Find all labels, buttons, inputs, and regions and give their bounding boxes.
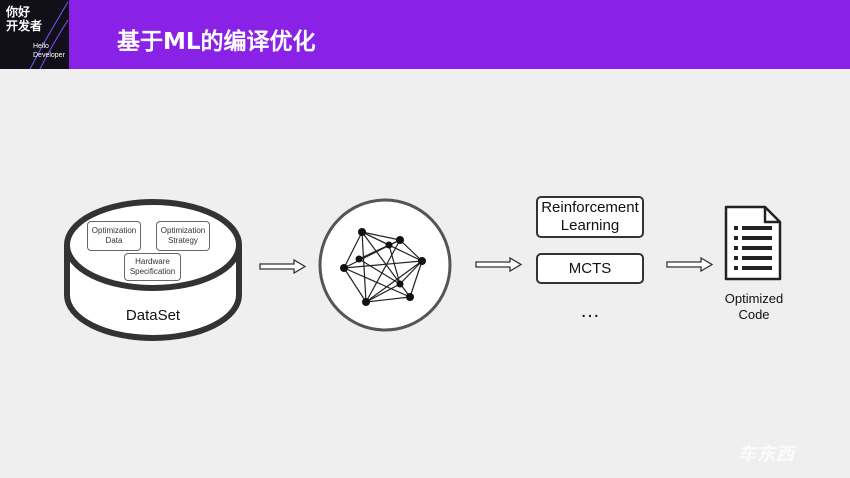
logo-cn-line1: 你好 <box>6 5 31 19</box>
header-bar: 你好 开发者 Hello Developer 基于ML的编译优化 <box>0 0 850 69</box>
logo-en-line1: Hello <box>33 43 49 50</box>
logo-decoration <box>29 1 69 69</box>
page-title: 基于ML的编译优化 <box>117 29 316 55</box>
dataset-item-optimization-data: Optimization Data <box>87 221 141 251</box>
arrow-3 <box>666 256 714 273</box>
output-label: Optimized Code <box>724 291 784 322</box>
ml-model-icon <box>318 198 452 332</box>
arrow-2 <box>475 256 523 273</box>
method-ellipsis: … <box>580 300 600 322</box>
arrow-1 <box>259 258 307 275</box>
method-mcts: MCTS <box>536 253 644 284</box>
dataset-item-hardware-specification: Hardware Specification <box>124 253 181 281</box>
logo-cn-line2: 开发者 <box>6 19 43 33</box>
watermark: 车东西 <box>738 444 795 465</box>
method-reinforcement-learning: Reinforcement Learning <box>536 196 644 238</box>
dataset-label: DataSet <box>125 307 181 324</box>
document-icon <box>724 205 782 281</box>
dataset-item-optimization-strategy: Optimization Strategy <box>156 221 210 251</box>
logo-en-line2: Developer <box>33 52 65 59</box>
logo: 你好 开发者 Hello Developer <box>0 0 69 69</box>
